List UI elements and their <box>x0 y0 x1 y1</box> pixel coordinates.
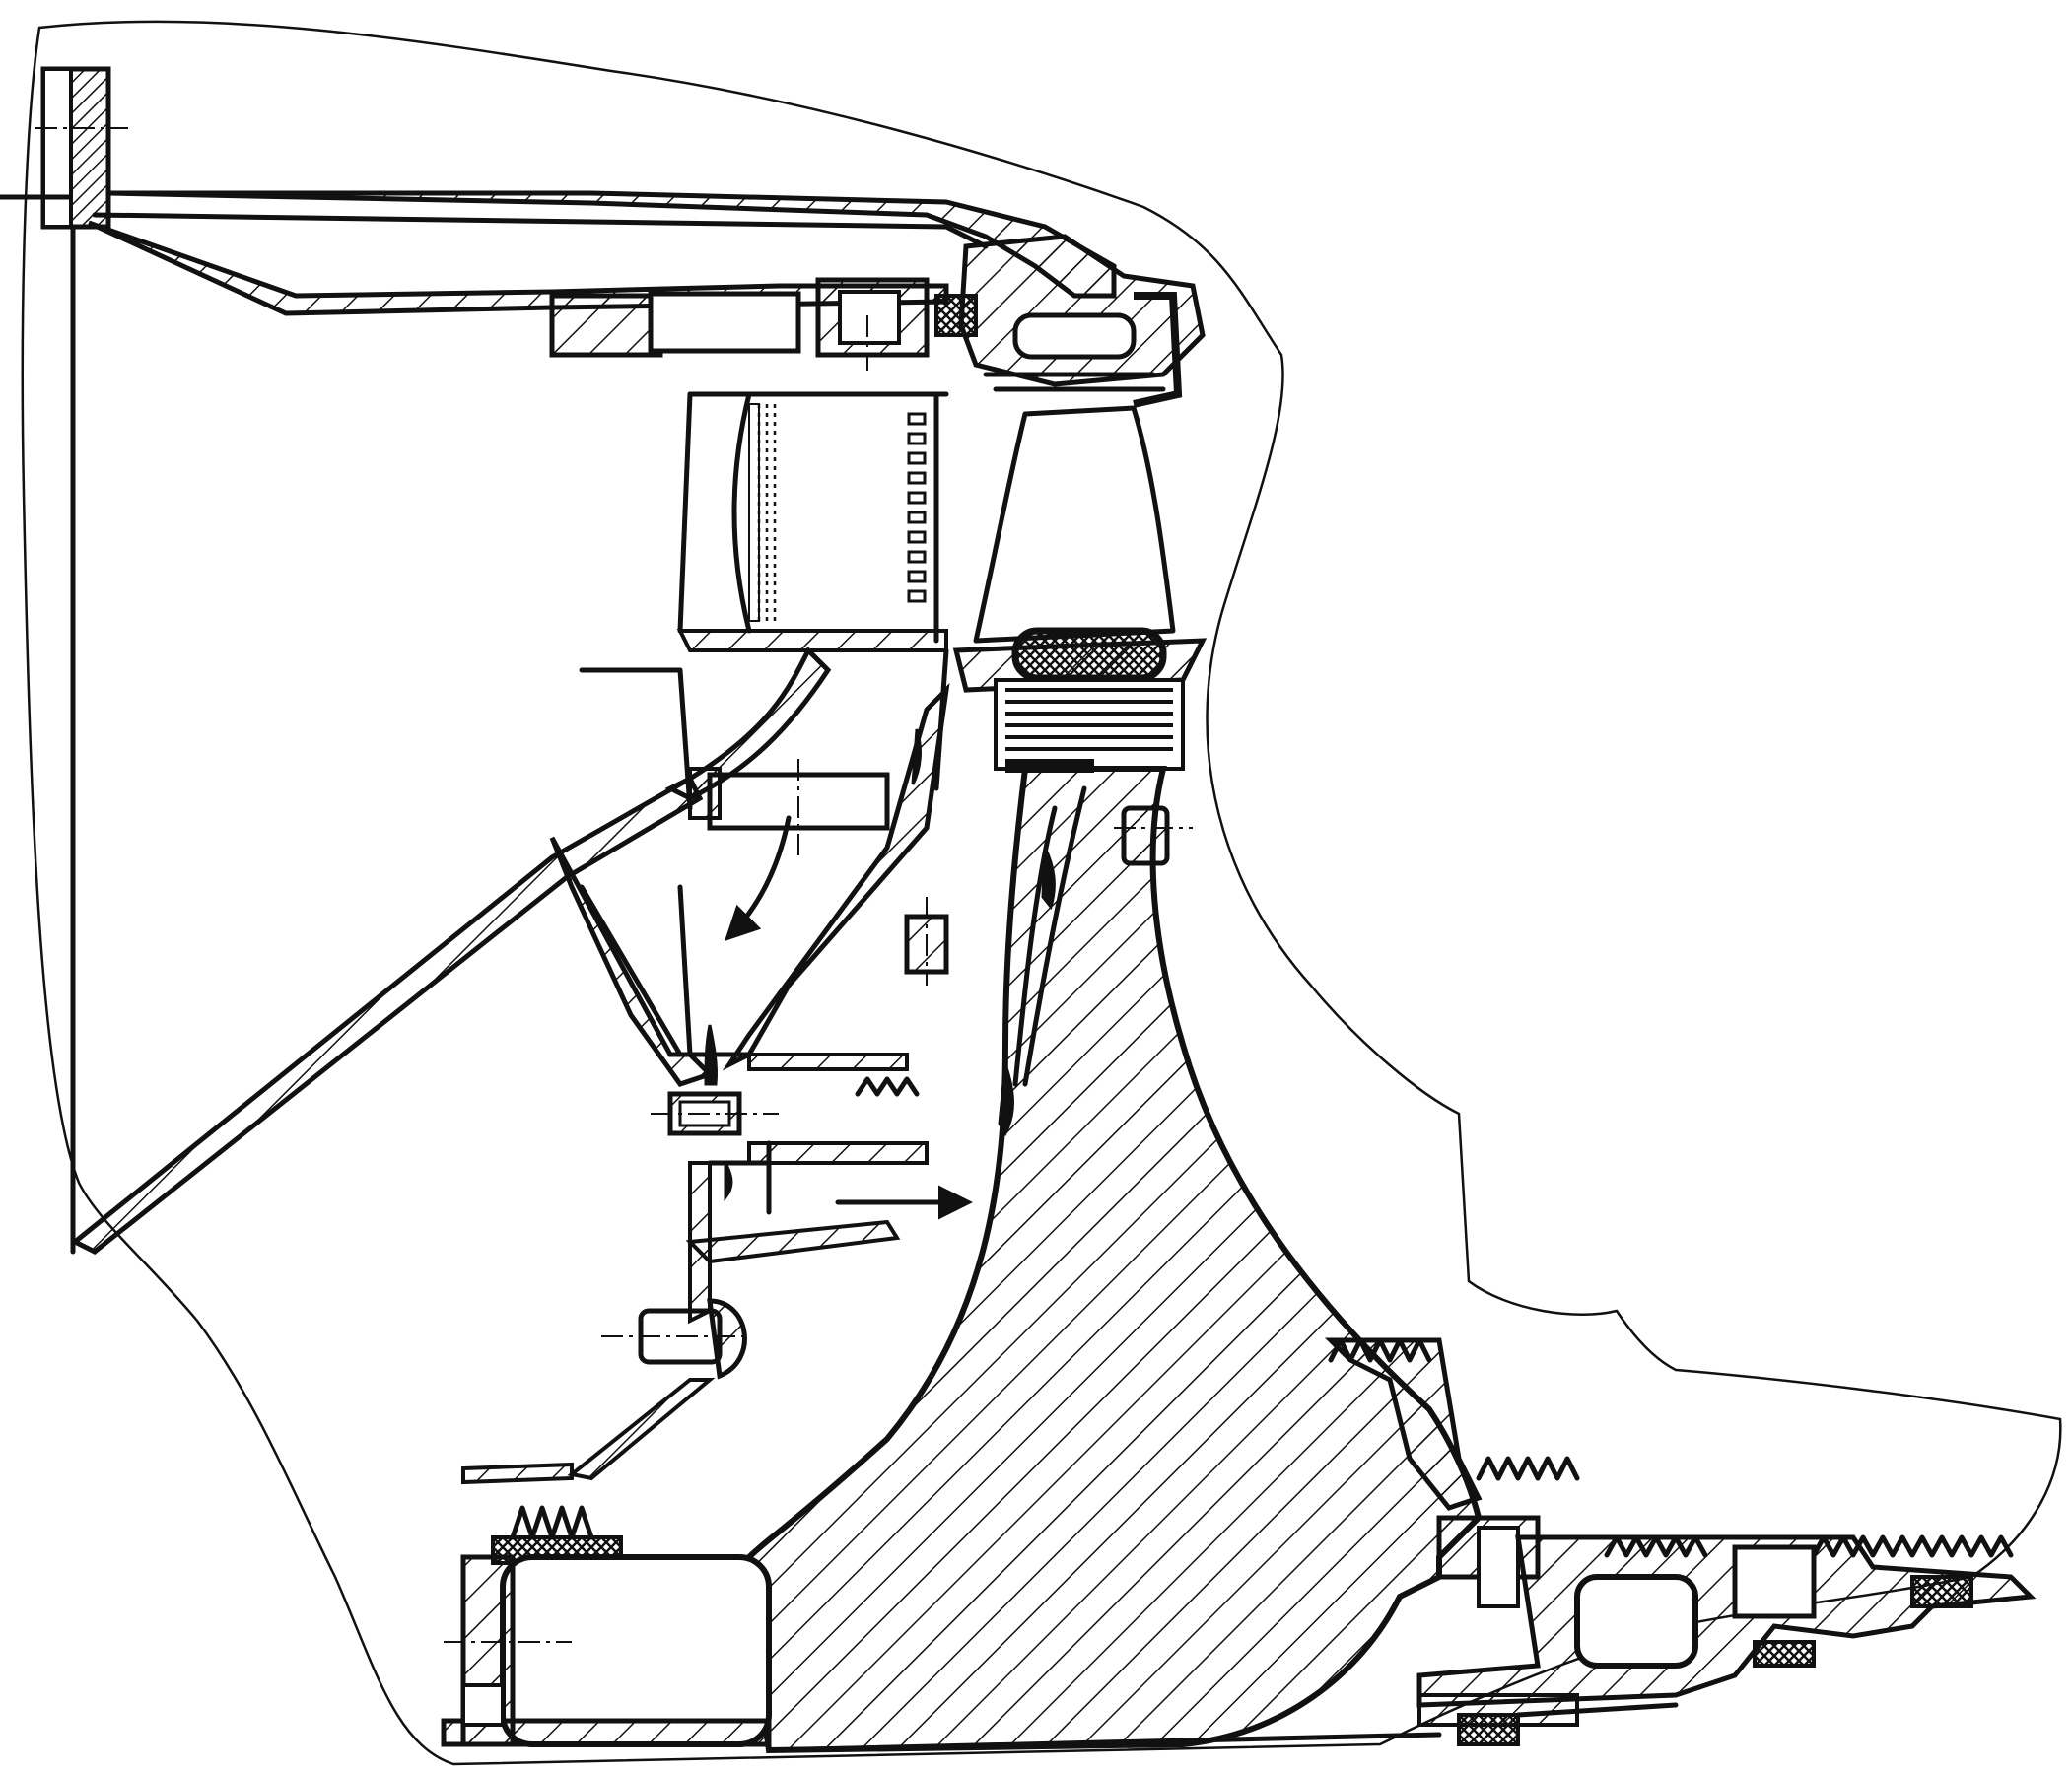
rear-shaft-housing <box>766 1337 2037 1753</box>
cooling-holes-column <box>907 412 927 603</box>
outline-boundary <box>21 20 2062 1766</box>
nozzle-guide-vanes <box>677 391 949 644</box>
front-flange <box>0 66 128 1255</box>
bolt-upper-right <box>904 897 949 986</box>
labyrinth-seal-bottom-left <box>461 1462 623 1565</box>
bolt-middle <box>651 1091 779 1136</box>
hub-cavity <box>441 1554 772 1747</box>
turbine-blade <box>952 405 1208 773</box>
blade-root-firtree <box>994 678 1185 771</box>
turbine-disk <box>745 766 1483 1754</box>
interstage-seal-arm <box>567 1140 901 1481</box>
upper-bearing-housing <box>549 234 1206 408</box>
bolt-lower <box>601 1298 749 1380</box>
labyrinth-seal-mid <box>747 1053 929 1165</box>
diagonal-strut <box>70 775 704 1255</box>
combustor-liner <box>579 629 949 857</box>
